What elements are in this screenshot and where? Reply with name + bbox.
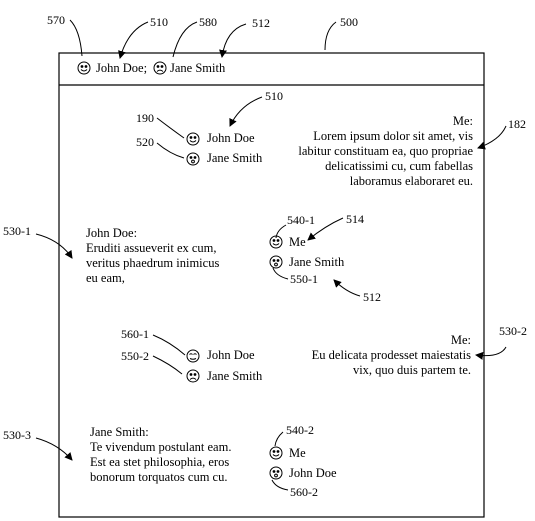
leader-190 — [156, 117, 185, 139]
ref-190: 190 — [136, 111, 154, 125]
message-3: Me: Eu delicata prodesset maiestatis vix… — [312, 333, 471, 378]
leader-570 — [69, 19, 83, 57]
read-receipt-name: John Doe — [207, 131, 255, 145]
smiley-face-icon — [269, 446, 283, 460]
arrow-510-mid — [229, 96, 263, 127]
ref-510-mid: 510 — [265, 89, 283, 103]
message-1: Me: Lorem ipsum dolor sit amet, vis labi… — [298, 114, 473, 189]
ref-570: 570 — [47, 13, 65, 27]
message-sender: John Doe: — [86, 226, 138, 240]
leader-560-1 — [152, 334, 186, 356]
header-participant-john-doe: John Doe; — [96, 61, 148, 75]
ref-580: 580 — [199, 15, 217, 29]
ref-500: 500 — [340, 15, 358, 29]
frown-face-icon — [153, 61, 167, 75]
surprised-face-icon — [269, 466, 283, 480]
leader-550-1 — [272, 267, 289, 280]
surprised-face-icon — [269, 255, 283, 269]
header-participant-jane-smith: Jane Smith — [170, 61, 226, 75]
read-receipt-name: Me — [289, 235, 306, 249]
arrow-510-top — [118, 21, 149, 59]
ref-182: 182 — [508, 117, 526, 131]
message-line: Te vivendum postulant eam. — [90, 440, 232, 454]
message-line: Est ea stet philosophia, eros — [90, 455, 230, 469]
arrow-182 — [477, 125, 507, 150]
smiley-face-icon — [269, 235, 283, 249]
leader-520 — [156, 142, 185, 159]
smiley-face-icon — [186, 132, 200, 146]
leader-500 — [324, 21, 337, 51]
ref-512-top: 512 — [252, 16, 270, 30]
ref-550-1: 550-1 — [290, 272, 318, 286]
arrow-530-2 — [475, 346, 507, 360]
ref-512-mid: 512 — [363, 290, 381, 304]
message-line: Lorem ipsum dolor sit amet, vis — [313, 129, 473, 143]
read-receipt-name: John Doe — [207, 348, 255, 362]
message-line: vix, quo duis partem te. — [352, 363, 471, 377]
read-receipt-name: John Doe — [289, 466, 337, 480]
ref-510-top: 510 — [150, 15, 168, 29]
leader-560-2 — [271, 479, 289, 491]
message-line: Eruditi assueverit ex cum, — [86, 241, 217, 255]
ref-530-3: 530-3 — [3, 428, 31, 442]
leader-540-2 — [274, 431, 284, 447]
leader-580 — [172, 21, 198, 58]
message-line: eu eam, — [86, 271, 125, 285]
message-2: John Doe: Eruditi assueverit ex cum, ver… — [86, 226, 219, 286]
message-line: labitur constituam ea, quo propriae — [298, 144, 473, 158]
message-line: bonorum torquatos cum cu. — [90, 470, 228, 484]
read-receipt-name: Jane Smith — [289, 255, 345, 269]
ref-540-1: 540-1 — [287, 213, 315, 227]
arrow-512-top — [219, 23, 247, 58]
message-sender: Me: — [450, 333, 471, 347]
message-sender: Me: — [452, 114, 473, 128]
ref-560-2: 560-2 — [290, 485, 318, 499]
ref-530-2: 530-2 — [499, 324, 527, 338]
surprised-face-icon — [186, 152, 200, 166]
read-receipt-name: Me — [289, 446, 306, 460]
read-receipt-name: Jane Smith — [207, 151, 263, 165]
message-line: laboramus elaboraret eu. — [349, 174, 473, 188]
ref-520: 520 — [136, 135, 154, 149]
message-line: veritus phaedrum inimicus — [86, 256, 220, 270]
leader-540-1 — [275, 224, 287, 239]
leader-550-2 — [152, 355, 183, 375]
arrow-530-1 — [35, 233, 73, 259]
arrow-512-mid — [333, 279, 361, 297]
ref-530-1: 530-1 — [3, 224, 31, 238]
arrow-514 — [307, 217, 344, 241]
ref-550-2: 550-2 — [121, 349, 149, 363]
window-frame — [58, 52, 485, 518]
read-receipt-name: Jane Smith — [207, 369, 263, 383]
message-line: delicatissimi cu, cum fabellas — [325, 159, 473, 173]
sleepy-face-icon — [186, 349, 200, 363]
smiley-face-icon — [77, 61, 91, 75]
ref-540-2: 540-2 — [286, 423, 314, 437]
message-sender: Jane Smith: — [90, 425, 149, 439]
arrow-530-3 — [35, 437, 73, 461]
message-line: Eu delicata prodesset maiestatis — [311, 348, 471, 362]
ref-560-1: 560-1 — [121, 327, 149, 341]
frown-face-icon — [186, 369, 200, 383]
message-4: Jane Smith: Te vivendum postulant eam. E… — [90, 425, 231, 485]
ref-514: 514 — [346, 212, 364, 226]
